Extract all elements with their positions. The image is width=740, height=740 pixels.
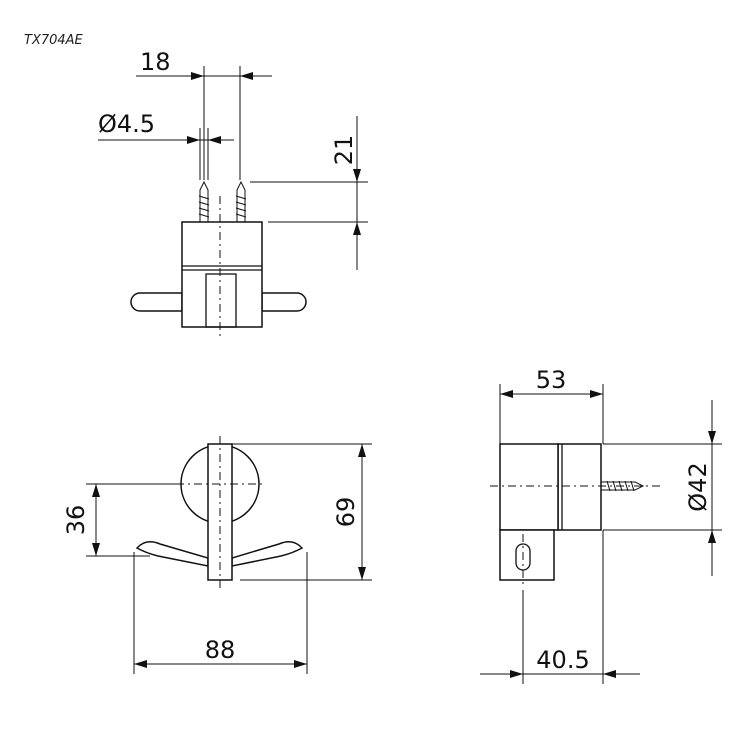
side-view: 53 Ø42 40.5 bbox=[480, 366, 722, 684]
side-view-wall-base bbox=[557, 443, 602, 531]
model-code: TX704AE bbox=[24, 33, 84, 48]
top-view-slot bbox=[205, 273, 237, 328]
dim-base-diameter-label: Ø42 bbox=[684, 462, 712, 511]
front-view-right-hook bbox=[231, 541, 304, 567]
dim-hook-projection-label: 40.5 bbox=[536, 646, 589, 674]
dim-screw-length-label: 21 bbox=[330, 135, 358, 166]
top-view-screw-right bbox=[235, 180, 247, 222]
top-view-right-arm bbox=[261, 292, 307, 312]
dim-screw-diameter-label: Ø4.5 bbox=[98, 110, 155, 138]
dim-overall-height-label: 69 bbox=[332, 497, 360, 528]
side-view-hook-body bbox=[499, 443, 559, 531]
top-view-left-arm bbox=[130, 292, 183, 312]
top-view: 18 Ø4.5 21 bbox=[98, 48, 368, 338]
dim-top-width-label: 18 bbox=[140, 48, 171, 76]
dim-side-depth-label: 53 bbox=[536, 366, 567, 394]
dim-hook-height-label: 36 bbox=[62, 505, 90, 536]
top-view-screw-left bbox=[198, 180, 210, 222]
dim-overall-width-label: 88 bbox=[205, 636, 236, 664]
front-view-left-hook bbox=[135, 541, 209, 567]
front-view: 36 69 88 bbox=[62, 436, 372, 674]
side-view-hook-end bbox=[499, 529, 555, 581]
